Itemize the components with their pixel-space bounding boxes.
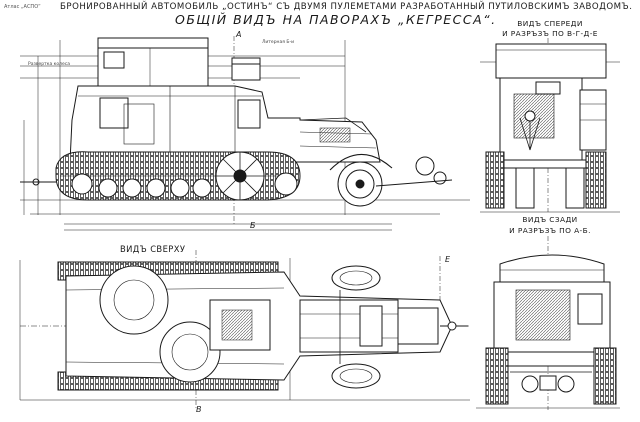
label-top-view: ВИДЪ СВЕРХУ (120, 244, 186, 254)
label-front-view: ВИДЪ СПЕРЕДИ (517, 19, 583, 28)
side-view (20, 36, 470, 231)
drawing-subtitle: ОБЩIЙ ВИДЪ НА ПАВОРАХЪ „КЕГРЕССА“. (175, 12, 497, 27)
section-mark-a: А (236, 30, 242, 39)
top-view (19, 250, 470, 408)
note-left-dimension: Развертка колеса (28, 62, 71, 67)
section-mark-b: Б (250, 221, 256, 230)
drawing-title: БРОНИРОВАННЫЙ АВТОМОБИЛЬ „ОСТИНЪ“ СЪ ДВУ… (60, 2, 633, 12)
note-top-right: Литерная Б-и (262, 40, 295, 45)
front-view (480, 38, 620, 213)
section-mark-e: Е (445, 255, 451, 264)
rear-view (476, 236, 620, 410)
label-rear-view: ВИДЪ СЗАДИ (522, 215, 578, 224)
label-front-section: И РАЗРЪЗЪ ПО В-Г-Д-Е (502, 29, 598, 38)
archive-stamp: Атлас „АСПО“ (4, 4, 41, 10)
label-rear-section: И РАЗРЪЗЪ ПО А-Б. (509, 226, 591, 235)
section-mark-v: В (196, 405, 202, 414)
